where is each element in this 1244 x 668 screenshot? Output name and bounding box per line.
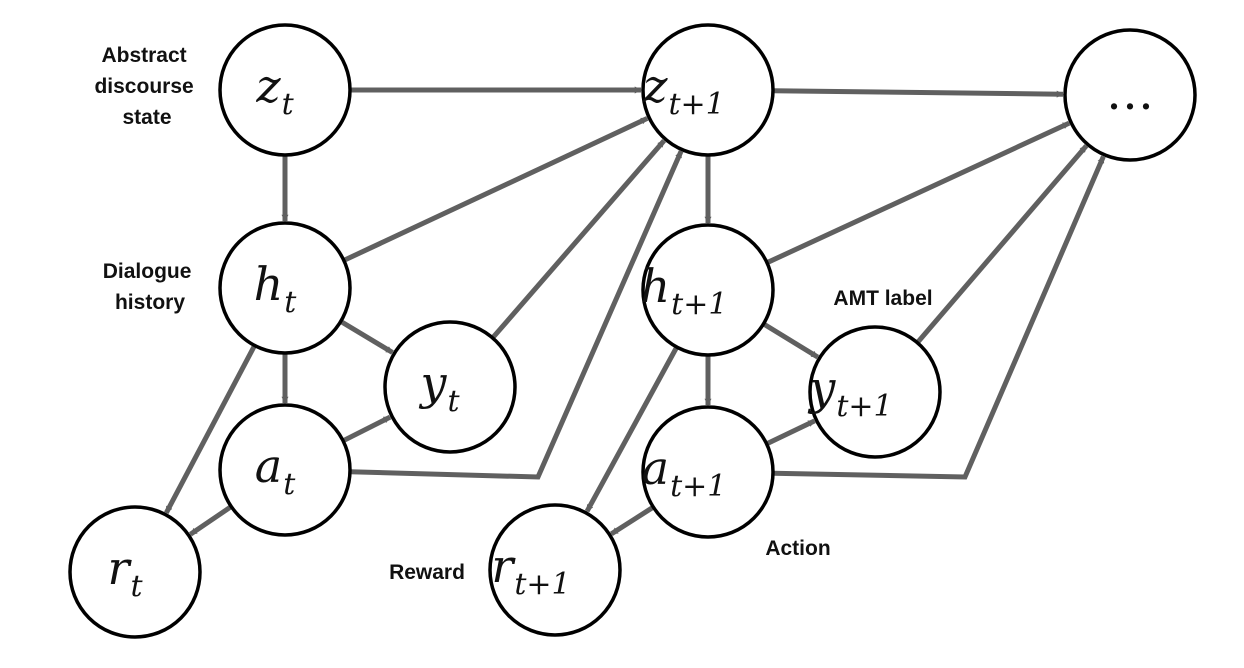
edge-a-t-to-z-t1 [349,150,684,480]
edge-h-t1-to-dots [765,120,1071,265]
edge-h-t-to-z-t1 [342,116,649,263]
node-label: yt+1 [807,361,892,424]
node-r-t: rt [68,505,202,639]
label-abstract-discourse-state: Abstract discourse state [94,44,199,129]
node-label: zt [255,59,294,122]
node-dots: … [1063,28,1197,162]
node-subscript: t [284,285,297,320]
node-circle [641,405,775,539]
node-base-symbol: h [254,257,284,311]
edge-y-t-to-z-t1 [490,138,666,340]
node-circle [641,23,775,157]
node-r-t1: rt+1 [488,503,622,637]
node-base-symbol: z [642,59,668,113]
node-label: yt [418,356,460,419]
node-z-t: zt [218,23,352,157]
nodes-layer: zthtatytrtzt+1ht+1at+1yt+1rt+1… [68,23,1197,639]
node-label: at+1 [642,441,727,504]
edge-a-t-to-y-t [341,414,392,444]
node-base-symbol: z [255,59,281,113]
node-base-symbol: y [418,356,447,410]
node-label: rt+1 [491,539,570,602]
label-abstract-line1: Abstract [101,44,186,67]
node-subscript: t [130,569,143,604]
node-subscript: t+1 [671,287,727,322]
node-base-symbol: a [642,441,669,495]
node-subscript: t [283,467,296,502]
labels-layer: Abstract discourse state Dialogue histor… [94,44,932,584]
edge-h-t1-to-y-t1 [762,321,820,360]
node-subscript: t+1 [514,567,570,602]
label-dialogue-history: Dialogue history [103,260,198,314]
node-circle [488,503,622,637]
edge-z-t1-to-dots [772,88,1064,98]
label-abstract-line3: state [122,106,171,129]
edges-layer [164,86,1106,537]
node-circle [218,403,352,537]
node-circle [68,505,202,639]
node-y-t: yt [383,320,517,454]
edge-y-t1-to-dots [915,144,1089,345]
label-amt-label: AMT label [833,287,932,310]
node-base-symbol: r [107,541,132,595]
node-h-t1: ht+1 [641,223,775,357]
node-base-symbol: r [491,539,516,593]
label-action: Action [765,537,830,560]
edge-h-t-to-y-t [339,319,394,355]
edge-h-t1-to-r-t1 [584,345,679,513]
node-subscript: t+1 [836,389,892,424]
node-label: … [1106,65,1154,121]
node-a-t1: at+1 [641,405,775,539]
node-subscript: t+1 [668,87,724,122]
edge-h-t-to-r-t [164,344,257,514]
edge-a-t1-to-dots [772,155,1106,480]
node-subscript: t+1 [670,469,726,504]
label-abstract-line2: discourse [94,75,193,98]
node-base-symbol: a [255,439,282,493]
label-reward: Reward [389,561,465,584]
label-dialogue-line1: Dialogue [103,260,192,283]
node-circle [218,221,352,355]
node-base-symbol: h [641,259,671,313]
node-label: at [255,439,296,502]
edge-a-t-to-r-t [188,504,233,537]
node-label: ht [254,257,298,320]
node-label: ht+1 [641,259,728,322]
label-dialogue-line2: history [115,291,185,314]
node-subscript: t [282,87,295,122]
node-z-t1: zt+1 [641,23,775,157]
node-base-symbol: y [807,361,836,415]
node-label: rt [107,541,143,604]
node-subscript: t [447,384,460,419]
edge-a-t1-to-y-t1 [765,418,816,447]
node-circle [383,320,517,454]
node-circle [1063,28,1197,162]
node-circle [218,23,352,157]
node-label: zt+1 [642,59,725,122]
edge-a-t1-to-r-t1 [610,504,655,537]
node-h-t: ht [218,221,352,355]
node-a-t: at [218,403,352,537]
node-circle [641,223,775,357]
node-circle [808,325,942,459]
node-y-t1: yt+1 [807,325,942,459]
